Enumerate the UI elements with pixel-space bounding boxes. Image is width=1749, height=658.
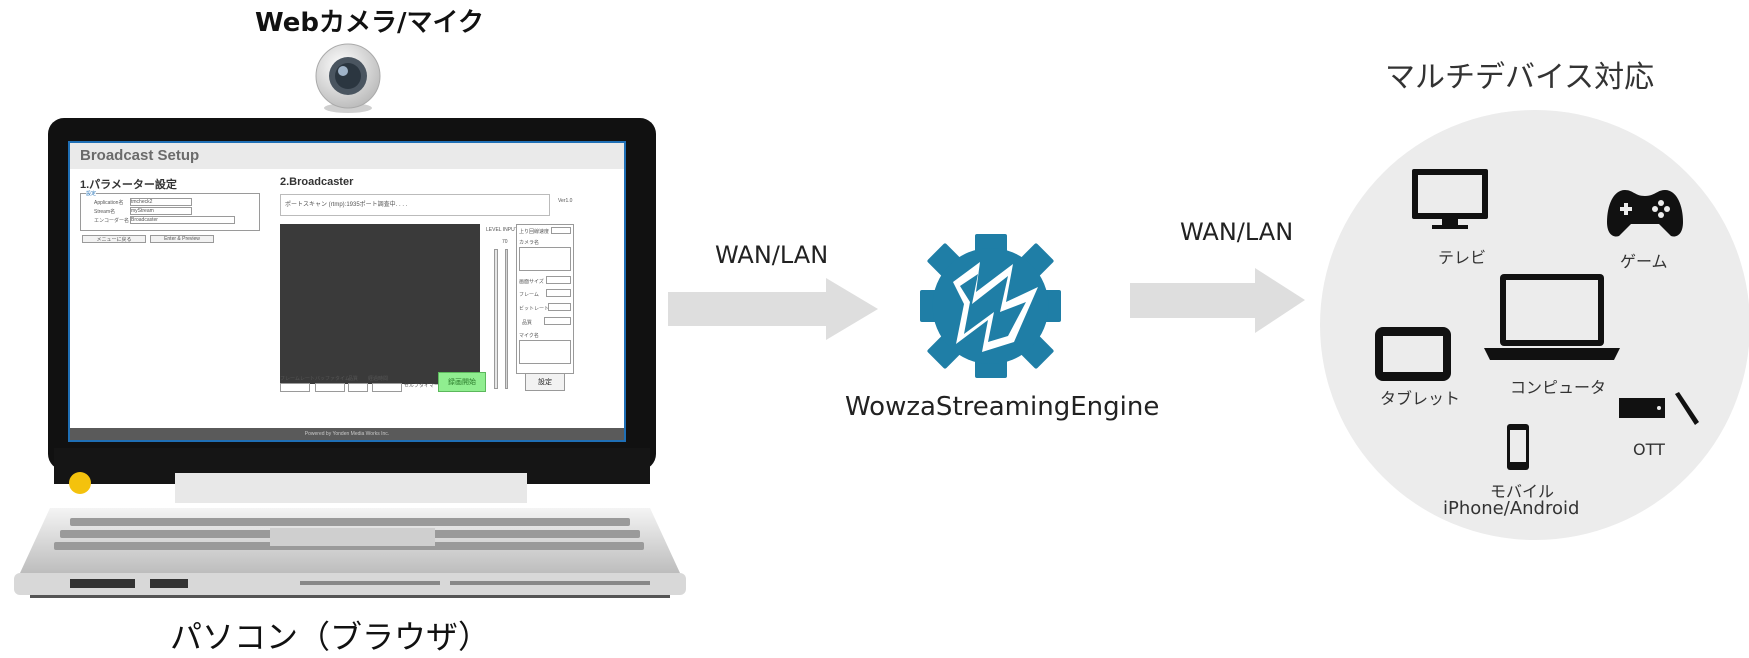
field-label-application: Application名 xyxy=(94,200,124,206)
quality2-input[interactable] xyxy=(348,383,368,392)
settings-button[interactable]: 設定 xyxy=(525,373,565,391)
field-label-stream: Stream名 xyxy=(94,209,116,215)
broadcast-setup-screen: Broadcast Setup 1.パラメーター設定 2.Broadcaster… xyxy=(68,141,626,442)
broadcast-title: Broadcast Setup xyxy=(70,143,624,169)
self-timer-checkbox[interactable]: セルフタイマー xyxy=(404,383,440,389)
tablet-icon xyxy=(1375,327,1451,381)
start-recording-button[interactable]: 録画開始 xyxy=(438,372,486,392)
wowza-gear-logo-icon xyxy=(920,234,1061,378)
buffer-time-input[interactable] xyxy=(315,383,345,392)
mic-name-label: マイク名 xyxy=(519,333,539,339)
tv-label: テレビ xyxy=(1438,248,1487,267)
mic-name-input[interactable] xyxy=(519,340,571,364)
enter-preview-button[interactable]: Enter & Preview xyxy=(150,235,214,243)
wan-lan-label-1: WAN/LAN xyxy=(715,241,829,269)
video-preview xyxy=(280,224,480,384)
stream-input[interactable]: myStream xyxy=(130,207,192,215)
record-time-label: 経過時間 xyxy=(368,376,389,382)
ott-label: OTT xyxy=(1633,440,1665,459)
wowza-engine-label: WowzaStreamingEngine xyxy=(845,392,1160,422)
computer-label: コンピュータ xyxy=(1510,378,1607,397)
record-time-input[interactable] xyxy=(372,383,402,392)
buffer-time-label: バッファタイム xyxy=(315,376,350,382)
frame-label: フレーム xyxy=(519,292,539,298)
status-message: ポートスキャン (rtmp):1935ポート調査中. . . . xyxy=(280,194,550,216)
webcam-label: Webカメラ/マイク xyxy=(255,8,484,38)
encoder-select[interactable]: Broadcaster xyxy=(130,216,235,224)
arrow-to-server-icon xyxy=(668,278,878,340)
ott-box-icon xyxy=(1619,392,1699,425)
quality2-label: 品質 xyxy=(348,376,359,382)
webcam-icon xyxy=(315,43,381,113)
version-label: Ver1.0 xyxy=(558,198,573,204)
section-broadcaster: 2.Broadcaster xyxy=(280,176,354,188)
mobile-os-label: iPhone/Android xyxy=(1443,498,1580,519)
tablet-label: タブレット xyxy=(1380,389,1461,408)
level-meter xyxy=(494,249,498,389)
wan-lan-label-2: WAN/LAN xyxy=(1180,218,1294,246)
application-input[interactable]: tmcheck2 xyxy=(130,198,192,206)
settings-legend: 設定 xyxy=(86,190,97,197)
camera-name-label: カメラ名 xyxy=(519,240,540,246)
field-label-encoder: エンコーダー名 xyxy=(94,218,130,224)
section-parameters: 1.パラメーター設定 xyxy=(80,179,177,191)
upload-rate-input[interactable] xyxy=(551,227,571,234)
level-input-label: LEVEL INPUT xyxy=(486,227,518,233)
mobile-label: モバイル xyxy=(1490,482,1555,501)
bitrate-input[interactable] xyxy=(548,303,571,311)
screen-size-input[interactable] xyxy=(546,276,571,284)
game-label: ゲーム xyxy=(1620,252,1668,271)
bitrate-label: ビットレート xyxy=(519,306,550,312)
screen-size-label: 画面サイズ xyxy=(519,279,544,285)
framerate-input[interactable] xyxy=(280,383,310,392)
multi-device-title: マルチデバイス対応 xyxy=(1385,60,1655,95)
tv-icon xyxy=(1412,169,1488,229)
level-value: 70 xyxy=(502,239,508,245)
menu-button[interactable]: メニューに戻る xyxy=(82,235,146,243)
quality-label: 品質 xyxy=(522,320,533,326)
quality-input[interactable] xyxy=(544,317,571,325)
computer-icon xyxy=(1484,274,1620,360)
frame-input[interactable] xyxy=(546,289,571,297)
framerate-label: フレームレート xyxy=(280,376,315,382)
pc-browser-label: パソコン（ブラウザ） xyxy=(170,618,491,656)
arrow-to-devices-icon xyxy=(1130,268,1305,333)
upload-rate-label: 上り回線速度 xyxy=(519,229,550,235)
mobile-phone-icon xyxy=(1507,424,1529,470)
device-circle: テレビ ゲーム コンピュータ タブレット OTT モバイル iPhone/And… xyxy=(1320,110,1749,540)
footer-powered-by: Powered by Yonden Media Works Inc. xyxy=(70,428,624,440)
level-slider[interactable] xyxy=(505,249,508,389)
game-controller-icon xyxy=(1607,190,1683,237)
camera-name-input[interactable] xyxy=(519,247,571,271)
